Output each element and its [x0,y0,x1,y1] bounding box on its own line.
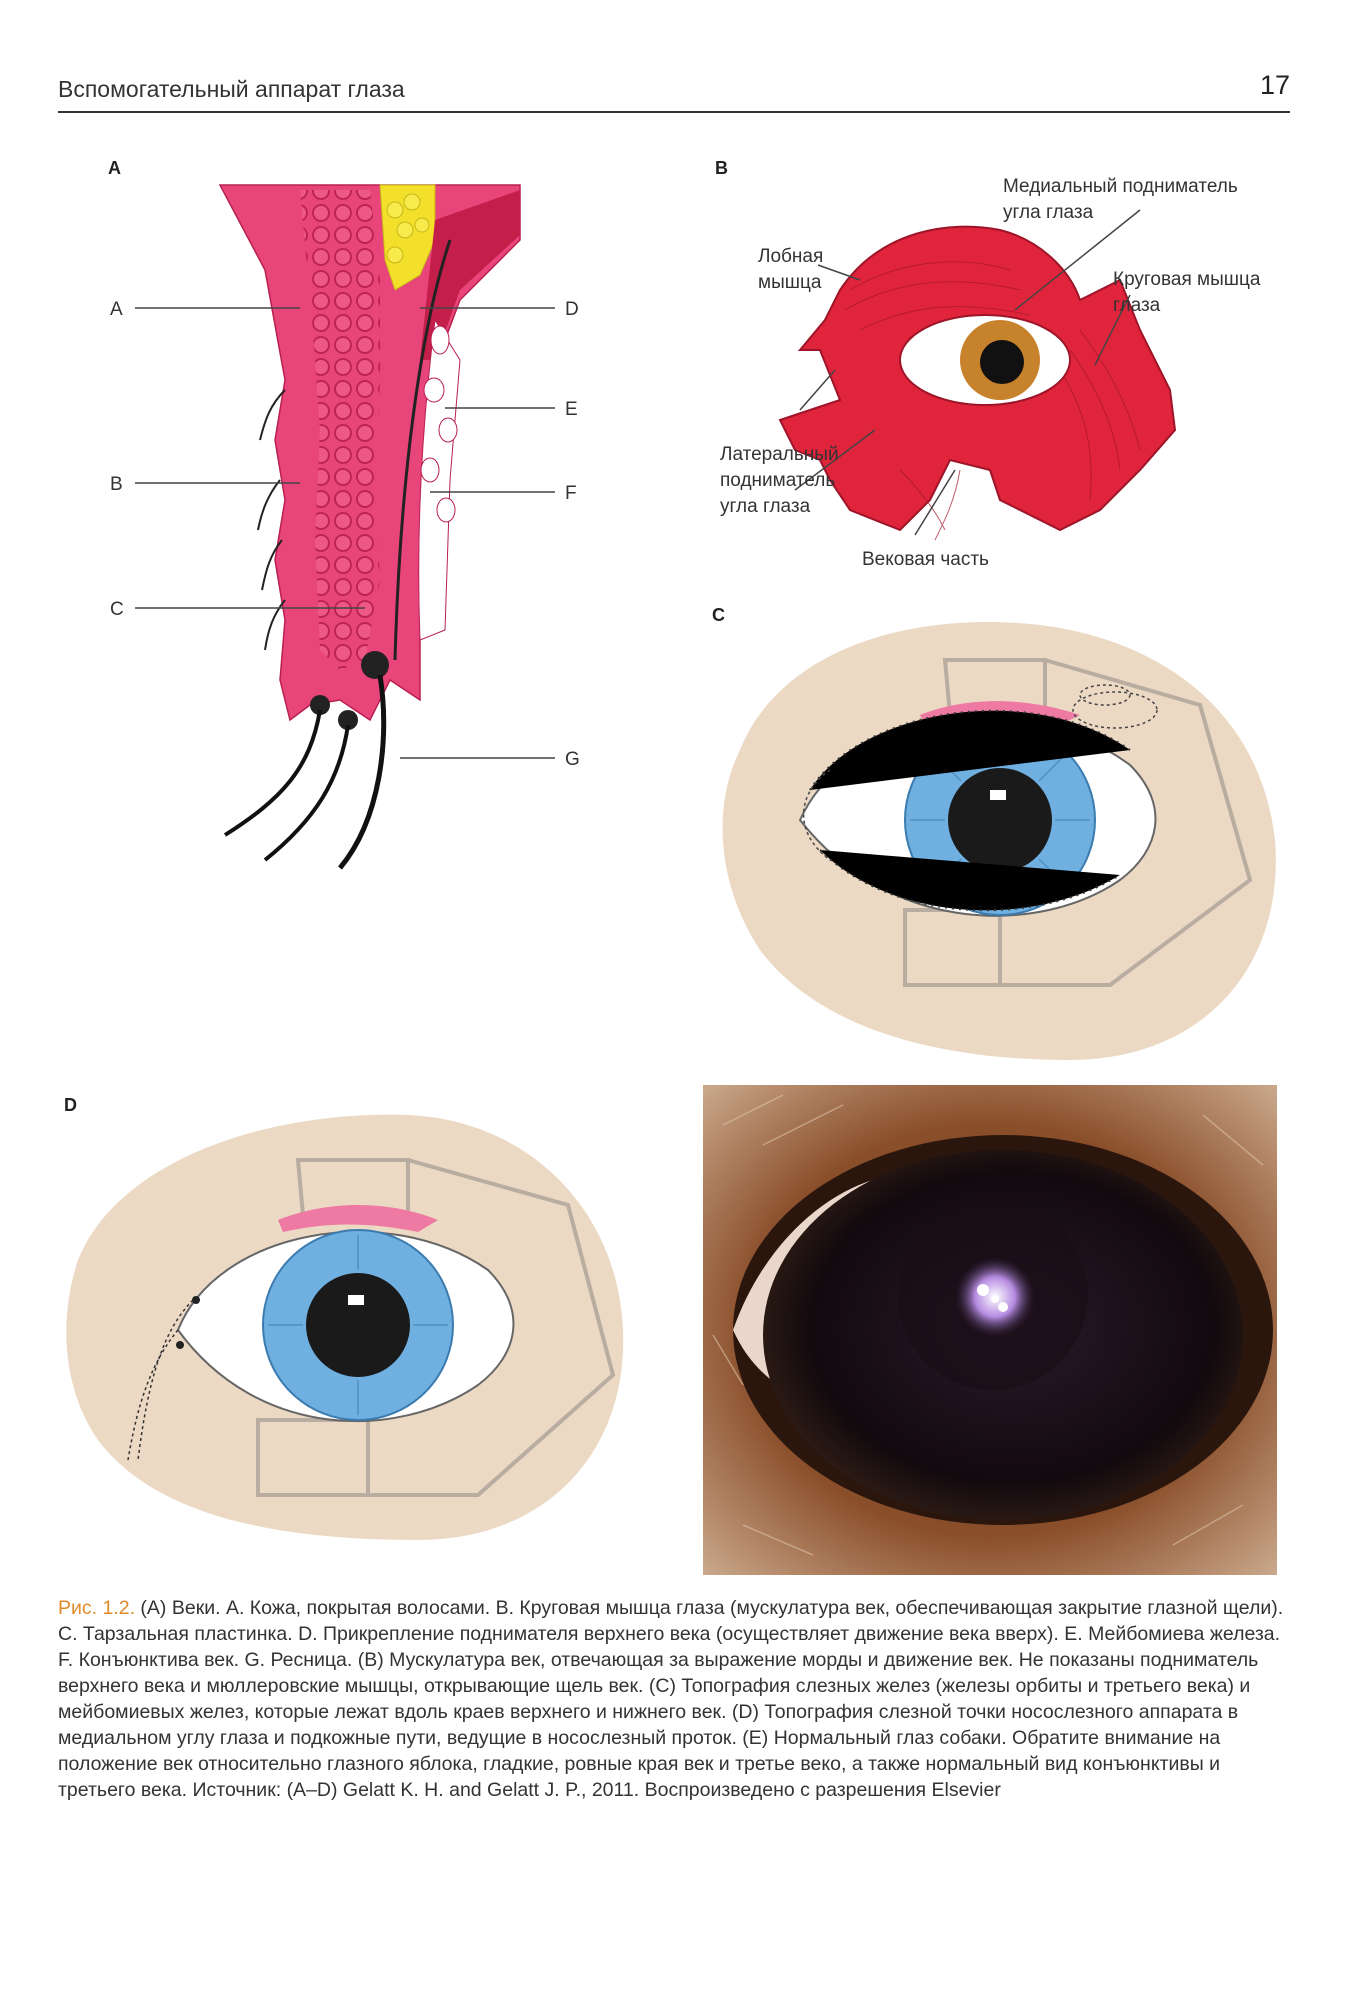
panel-letter-a: A [108,158,121,179]
eyelash [225,710,320,835]
label-medial-levator-1: Медиальный подниматель [1003,176,1238,197]
figure-label: Рис. 1.2. [58,1597,135,1619]
lacrimal-gland-topography-illustration [700,590,1290,1070]
label-orbicular-2: глаза [1113,295,1161,316]
running-header: Вспомогательный аппарат глаза 17 [58,70,1290,114]
label-d: D [565,299,579,320]
pupil [306,1273,410,1377]
eyelid-cross-section-illustration: A B C D E F G [90,180,610,870]
label-frontal-1: Лобная [758,246,823,267]
pupil [948,768,1052,872]
header-rule [58,111,1290,113]
lacrimal-punctum-topography-illustration [58,1100,638,1550]
page-number: 17 [1260,70,1290,101]
label-frontal-2: мышца [758,272,822,293]
label-e: E [565,399,578,420]
label-orbicular-1: Круговая мышца [1113,269,1261,290]
label-palpebral: Вековая часть [862,549,989,570]
label-lateral-1: Латеральный [720,444,839,465]
pupil [980,340,1024,384]
label-lateral-3: угла глаза [720,496,811,517]
figure-caption: Рис. 1.2. (A) Веки. A. Кожа, покрытая во… [58,1595,1290,1803]
chapter-title: Вспомогательный аппарат глаза [58,76,405,103]
label-lateral-2: подниматель [720,470,835,491]
label-a: A [110,299,123,320]
normal-dog-eye-photo [703,1085,1277,1575]
label-c: C [110,599,124,620]
label-g: G [565,749,580,770]
label-medial-levator-2: угла глаза [1003,202,1094,223]
caption-text: (A) Веки. A. Кожа, покрытая волосами. B.… [58,1597,1283,1801]
eyelid-musculature-illustration: Медиальный подниматель угла глаза Лобная… [700,170,1300,580]
label-f: F [565,483,577,504]
label-b: B [110,474,123,495]
